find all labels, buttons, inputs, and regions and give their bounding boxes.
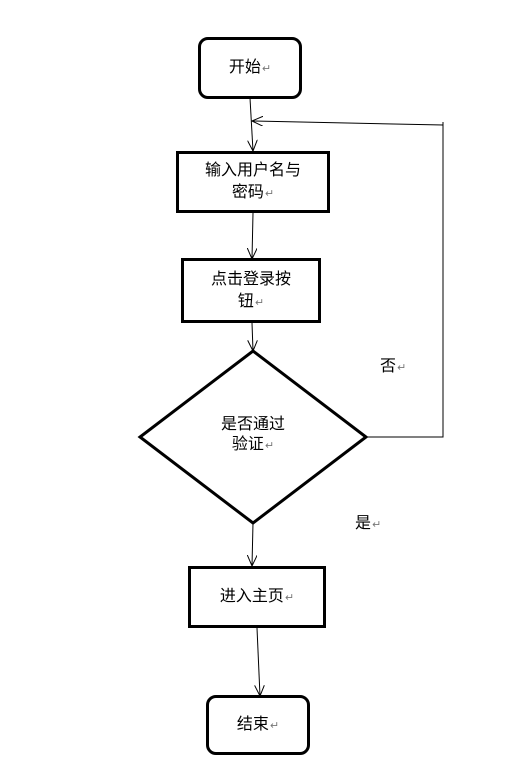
arrow-verify-no-loop (252, 121, 444, 438)
enter-home-label: 进入主页 (219, 586, 284, 605)
return-mark-icon: ↵ (284, 591, 295, 604)
input-credentials-label-line1: 输入用户名与 (204, 160, 301, 179)
arrow-start-to-input (250, 97, 253, 151)
return-mark-icon: ↵ (261, 62, 272, 75)
click-login-node: 点击登录按钮↵ (181, 258, 321, 323)
arrow-input-to-click (252, 212, 253, 259)
return-mark-icon: ↵ (269, 719, 280, 732)
decision-diamond (137, 349, 369, 525)
no-label: 否 (380, 356, 397, 375)
edge-label-yes: 是↵ (355, 513, 381, 535)
start-node: 开始↵ (198, 37, 302, 99)
arrow-verify-yes-to-home (252, 522, 253, 566)
verify-decision-label: 是否通过验证↵ (193, 414, 313, 456)
return-mark-icon: ↵ (372, 518, 382, 531)
end-node: 结束↵ (206, 695, 310, 755)
arrow-click-to-verify (252, 322, 253, 351)
yes-label: 是 (355, 513, 372, 532)
arrow-home-to-end (257, 627, 260, 696)
click-login-label-line1: 点击登录按 (210, 268, 291, 288)
return-mark-icon: ↵ (264, 187, 275, 200)
verify-label-line1: 是否通过 (220, 414, 285, 433)
verify-label-line2: 验证 (231, 434, 264, 453)
input-credentials-label-line2: 密码 (231, 182, 264, 201)
edge-label-no: 否↵ (380, 356, 406, 378)
return-mark-icon: ↵ (254, 295, 265, 309)
click-login-label-line2: 钮 (237, 290, 254, 310)
start-label: 开始 (228, 57, 261, 76)
input-credentials-node: 输入用户名与密码↵ (176, 151, 330, 213)
return-mark-icon: ↵ (264, 439, 275, 452)
return-mark-icon: ↵ (397, 361, 407, 374)
end-label: 结束 (236, 714, 269, 733)
enter-home-node: 进入主页↵ (188, 566, 326, 628)
